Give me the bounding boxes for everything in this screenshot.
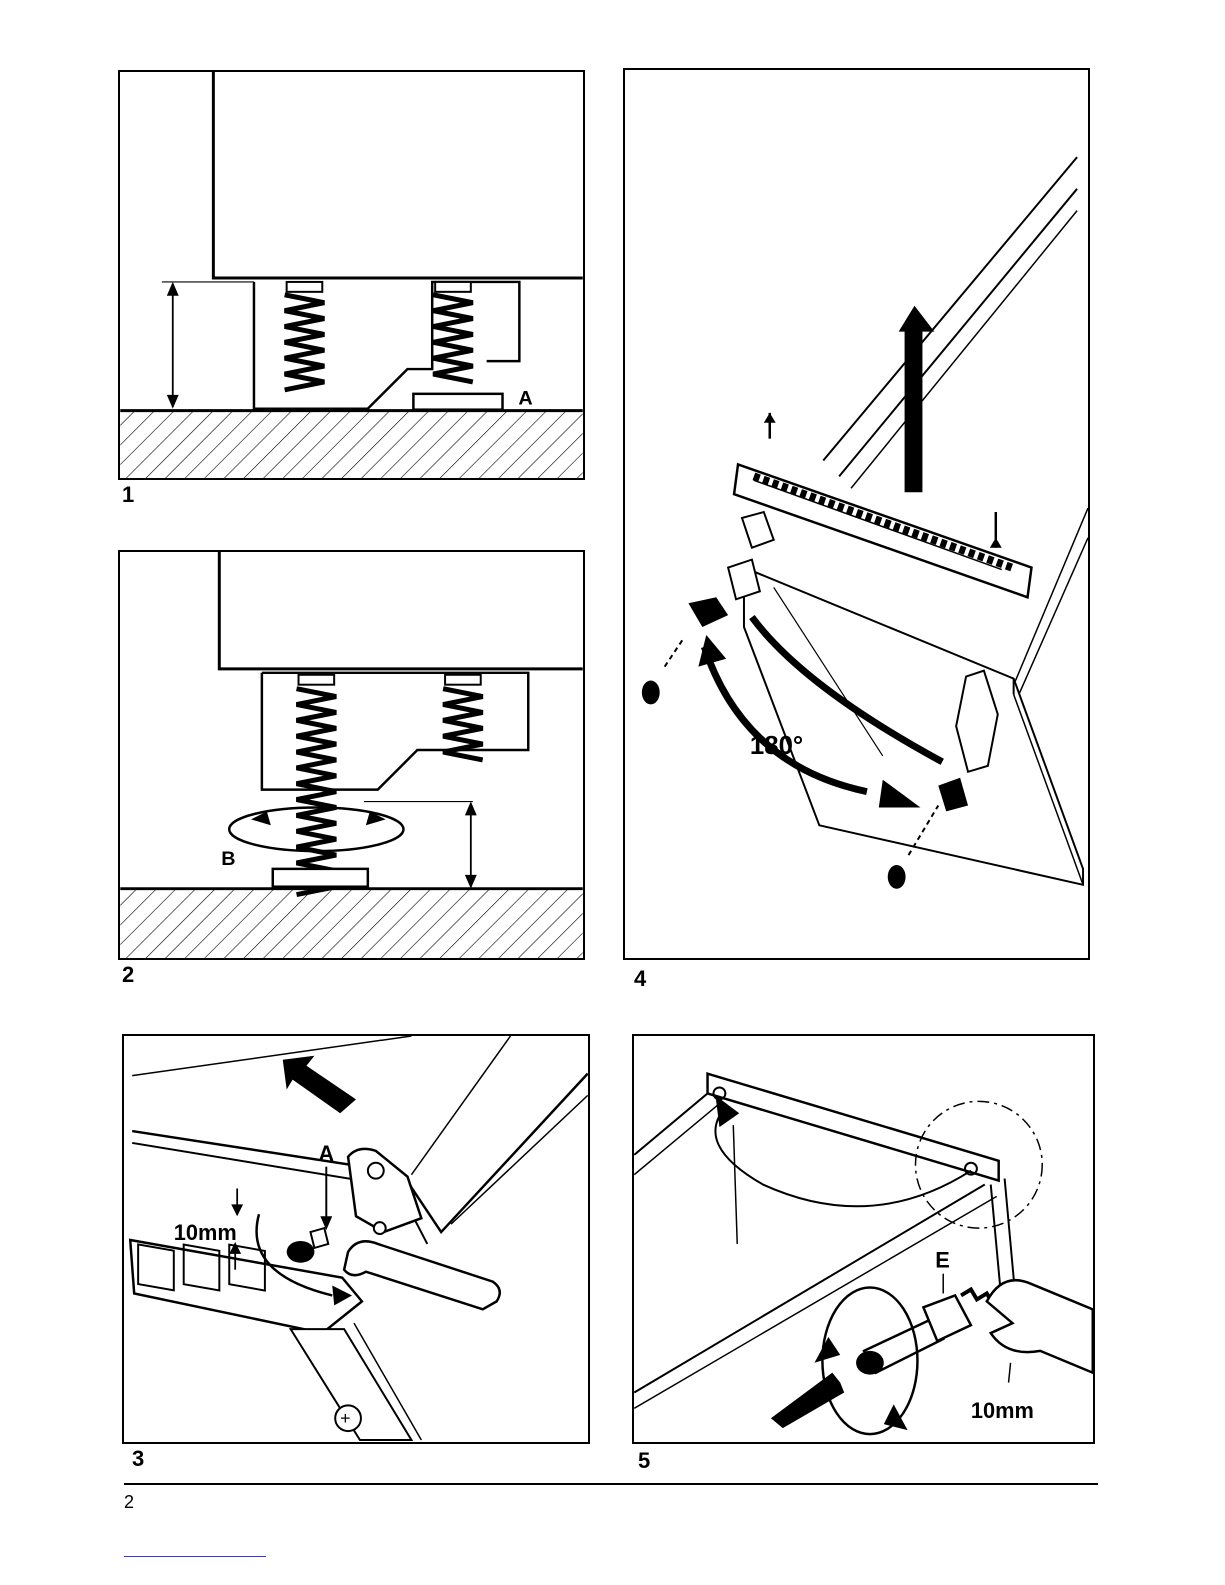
gap-dimension-label: 10mm: [174, 1220, 237, 1245]
figure-4-panel: 180°: [623, 68, 1090, 960]
hinge-pin: [287, 1228, 329, 1263]
lift-arrow: [283, 1056, 356, 1113]
screw-head-icon: +: [340, 1408, 350, 1428]
rotation-angle-label: 180°: [750, 732, 803, 760]
pin-label-a: A: [318, 1141, 334, 1166]
figure-1-panel: A: [118, 70, 585, 480]
figure-5-panel: E 10mm: [632, 1034, 1095, 1444]
wrench-icon: [987, 1280, 1093, 1373]
leveling-screw-long: [273, 675, 368, 895]
leveling-screw-left: [285, 282, 325, 390]
figure-5-drawing: E 10mm: [634, 1036, 1093, 1442]
figure-4-number: 4: [634, 968, 646, 990]
figure-1-number: 1: [122, 484, 134, 506]
wrench-icon: [344, 1241, 500, 1309]
figure-3-panel: A 10mm +: [122, 1034, 590, 1444]
foot-label-a: A: [518, 388, 532, 410]
footer-rule: [124, 1483, 1098, 1485]
page-number: 2: [124, 1492, 134, 1513]
leveling-screw-right: [413, 282, 502, 410]
figure-4-drawing: 180°: [625, 70, 1088, 958]
figure-3-drawing: A 10mm +: [124, 1036, 588, 1442]
hinge-bolt: [856, 1290, 1003, 1375]
footer-link-underline: [124, 1556, 266, 1557]
figure-2-number: 2: [122, 964, 134, 986]
leveling-screw-short: [443, 675, 483, 760]
figure-3-number: 3: [132, 1448, 144, 1470]
nut-label-e: E: [935, 1248, 950, 1273]
figure-2-panel: B: [118, 550, 585, 960]
rotation-label-b: B: [221, 848, 235, 870]
wrench-size-label: 10mm: [971, 1398, 1034, 1423]
figure-1-drawing: A: [120, 72, 583, 478]
figure-2-drawing: B: [120, 552, 583, 958]
figure-5-number: 5: [638, 1450, 650, 1472]
